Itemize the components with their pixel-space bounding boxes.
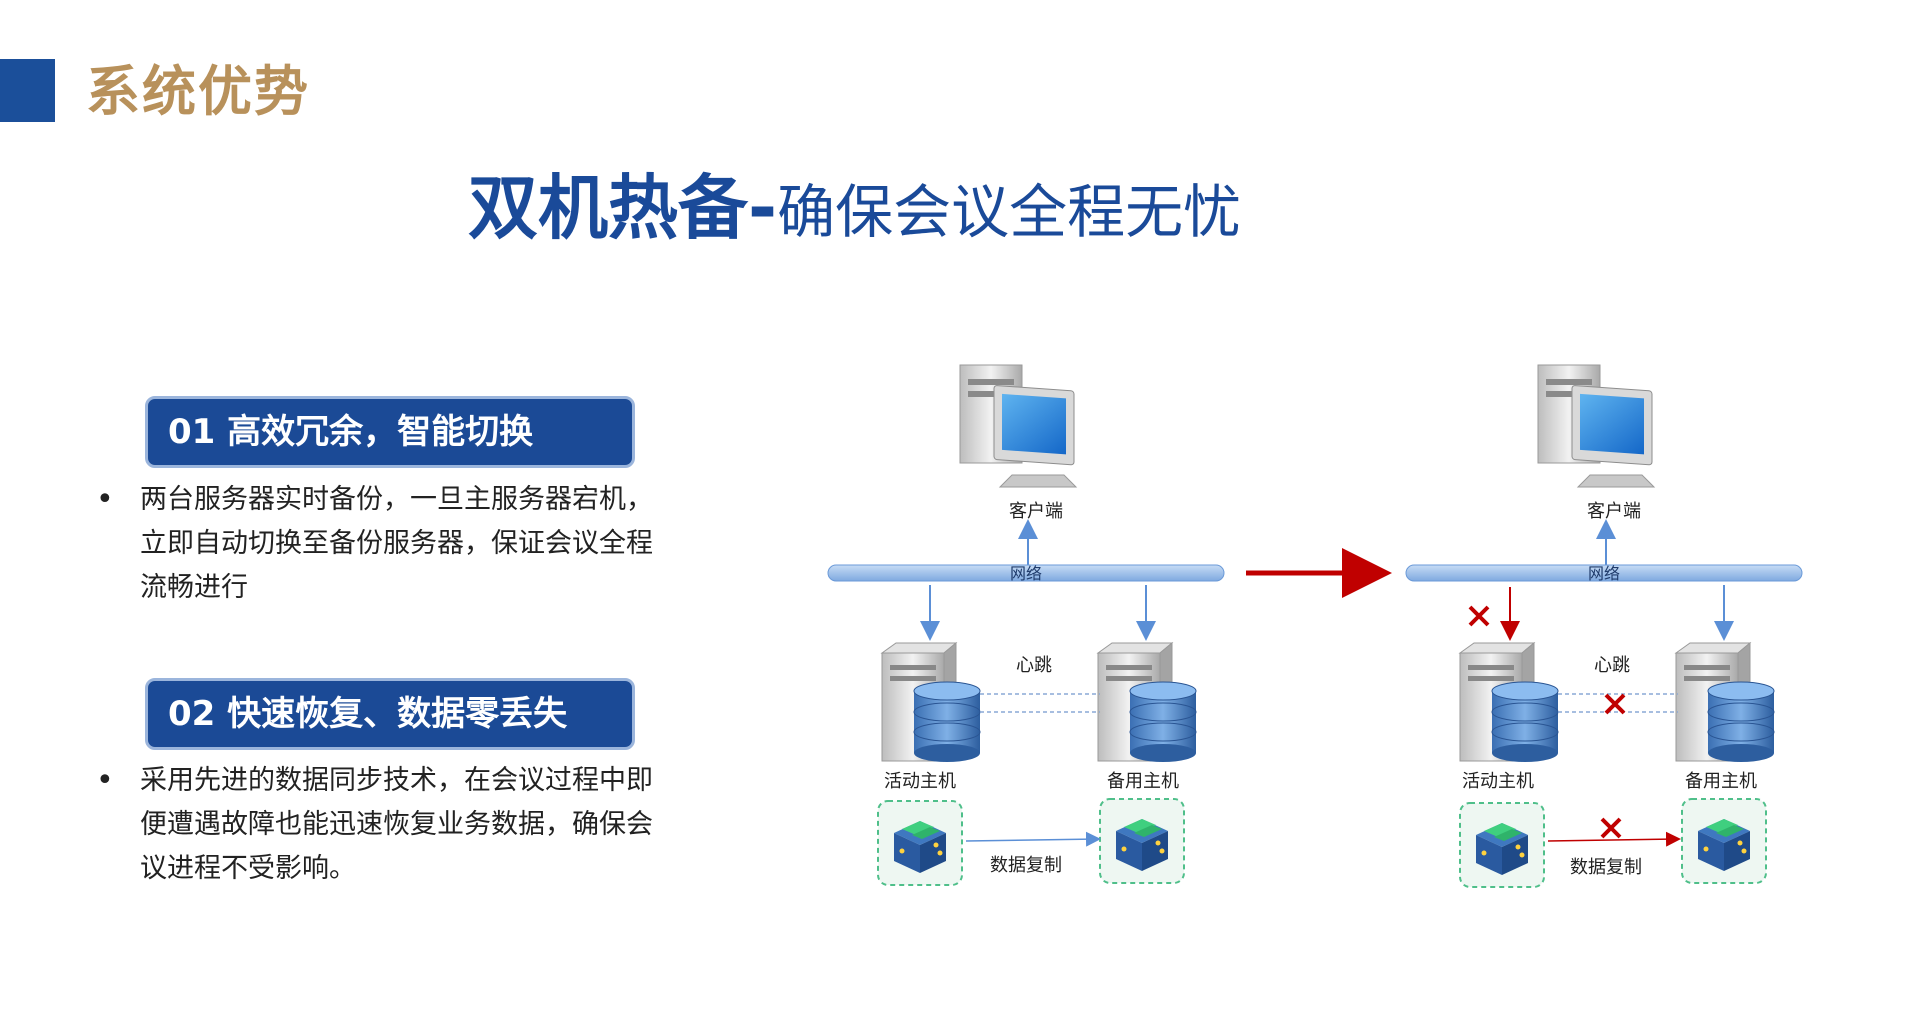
right-failover-state: 客户端 网络 心跳 活动主机 备用主机 数据复制 [1405, 364, 1803, 888]
standby-server-icon [1675, 642, 1775, 763]
network-bus [827, 564, 1225, 582]
client-label: 客户端 [1009, 501, 1063, 522]
client-computer-icon [959, 364, 1077, 488]
network-label: 网络 [1010, 564, 1042, 583]
section-title: 系统优势 [86, 60, 310, 123]
active-server-icon [1459, 642, 1559, 763]
heartbeat-label: 心跳 [1016, 655, 1052, 676]
active-database-cube-icon [1459, 802, 1545, 888]
replication-label: 数据复制 [990, 855, 1062, 876]
heartbeat-label: 心跳 [1594, 655, 1630, 676]
active-database-cube-icon [877, 800, 963, 886]
headline-sub: 确保会议全程无忧 [777, 178, 1242, 246]
headline-main: 双机热备- [468, 167, 778, 249]
standby-database-cube-icon [1099, 798, 1185, 884]
client-label: 客户端 [1587, 501, 1641, 522]
feature-1-label: 01 高效冗余，智能切换 [145, 396, 635, 468]
feature-1-description: 两台服务器实时备份，一旦主服务器宕机，立即自动切换至备份服务器，保证会议全程流畅… [140, 484, 653, 603]
active-server-icon [881, 642, 981, 763]
network-label: 网络 [1588, 564, 1620, 583]
client-computer-icon [1537, 364, 1655, 488]
bullet-dot: • [96, 763, 114, 798]
replication-arrow [965, 831, 1101, 847]
headline: 双机热备-确保会议全程无忧 [468, 158, 1241, 277]
network-bus [1405, 564, 1803, 582]
standby-host-label: 备用主机 [1107, 771, 1179, 792]
failed-replication-arrow [1547, 831, 1681, 847]
fail-x-icon [1600, 817, 1622, 839]
title-accent-bar [0, 59, 55, 122]
fail-x-icon [1604, 693, 1626, 715]
left-normal-state: 客户端 网络 心跳 活动主机 备用主机 数据复制 [827, 364, 1225, 886]
replication-label: 数据复制 [1570, 857, 1642, 878]
bullet-dot: • [96, 482, 114, 517]
standby-database-cube-icon [1681, 798, 1767, 884]
active-host-label: 活动主机 [1462, 771, 1534, 792]
standby-host-label: 备用主机 [1685, 771, 1757, 792]
hot-standby-diagram: 客户端 网络 心跳 活动主机 备用主机 数据复制 客户端 网络 心跳 活动 [820, 345, 1810, 905]
active-host-label: 活动主机 [884, 771, 956, 792]
feature-2-label: 02 快速恢复、数据零丢失 [145, 678, 635, 750]
fail-x-icon [1468, 605, 1490, 627]
standby-server-icon [1097, 642, 1197, 763]
feature-2-description: 采用先进的数据同步技术，在会议过程中即便遭遇故障也能迅速恢复业务数据，确保会议进… [140, 765, 653, 884]
